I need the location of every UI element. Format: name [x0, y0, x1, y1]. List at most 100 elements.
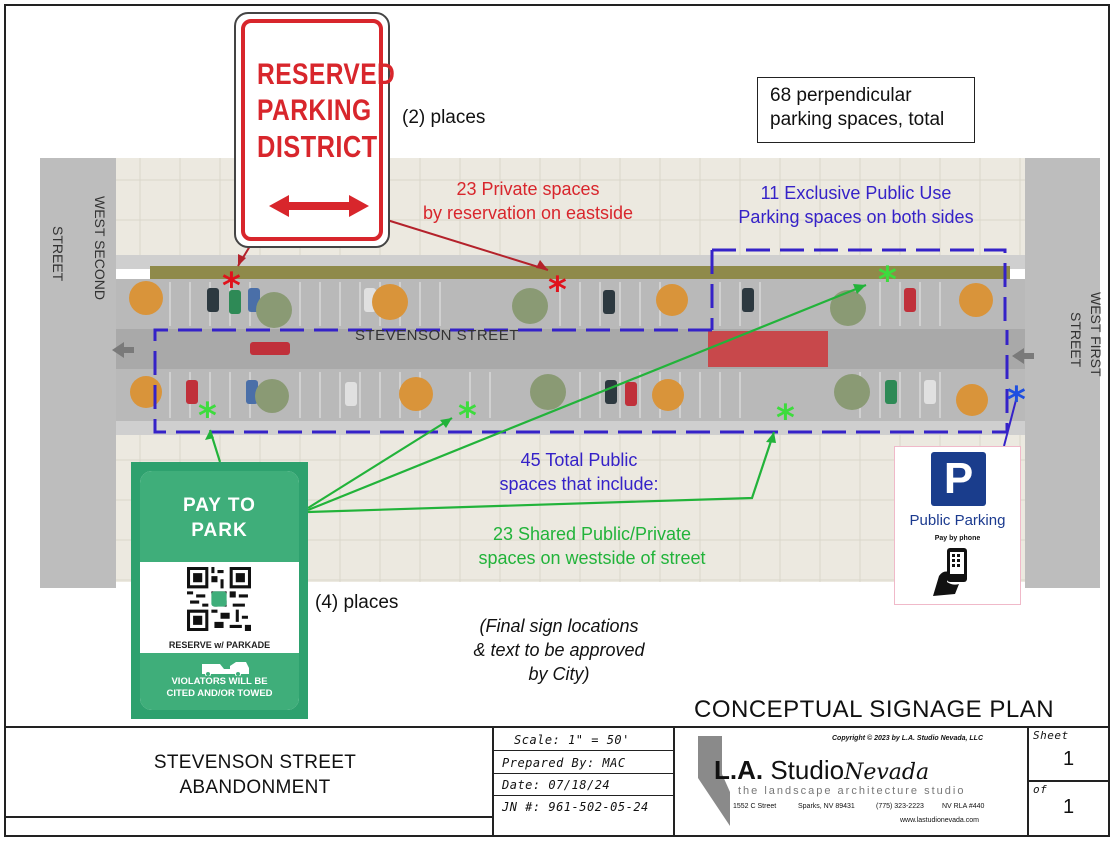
exclusive-l2: Parking spaces on both sides [738, 207, 974, 227]
red-star-2: * [548, 270, 567, 311]
pay-sign-reserve: RESERVE w/ PARKADE [168, 640, 271, 650]
direction-arrow-east-end [1012, 348, 1034, 364]
exclusive-public-note: 11 Exclusive Public Use Parking spaces o… [706, 181, 1006, 229]
firm-nevada: Nevada [844, 760, 930, 785]
green-star-1: * [198, 396, 217, 437]
drawing-sheet [4, 4, 1110, 837]
firm-address: 1552 C Street [733, 803, 777, 810]
title-divider-2 [673, 727, 675, 837]
plan-title: CONCEPTUAL SIGNAGE PLAN [694, 696, 1055, 723]
title-divider-3 [1027, 727, 1029, 837]
street-name-west-first-2: STREET [1068, 312, 1084, 367]
violators-l1: VIOLATORS WILL BE [171, 676, 268, 687]
scale-value: Scale: 1" = 50' [514, 733, 630, 747]
project-title: STEVENSON STREET ABANDONMENT [120, 750, 390, 800]
private-spaces-l2: by reservation on eastside [422, 203, 634, 223]
leader-blue [1003, 399, 1017, 447]
sheet-divider [1028, 780, 1109, 782]
reserved-sign-line3: DISTRICT [257, 129, 378, 164]
exclusive-public-zone-north [153, 248, 1009, 434]
title-divider-1 [492, 727, 494, 837]
of-number: 1 [1063, 796, 1075, 818]
phone-in-hand-icon [933, 548, 967, 596]
north-sidewalk [116, 255, 1025, 269]
pay-to-park-sign: PAY TO PARK RESERVE w/ PARKADE VIOLATORS… [131, 462, 308, 719]
reserved-parking-sign: RESERVED PARKING DISTRICT [234, 12, 396, 248]
west-second-street-road [40, 158, 116, 588]
street-west-first-l1: WEST FIRST [1088, 292, 1104, 377]
title-block-bottom-line [5, 816, 492, 818]
final-l3: by City) [528, 664, 590, 684]
nevada-state-logo [698, 736, 730, 826]
shared-spaces-note: 23 Shared Public/Private spaces on wests… [446, 522, 738, 570]
firm-phone: (775) 323-2223 [876, 803, 924, 810]
exclusive-l1: 11 Exclusive Public Use [760, 183, 952, 203]
north-planting-strip [150, 266, 1010, 279]
green-star-2: * [458, 396, 477, 437]
firm-license: NV RLA #440 [942, 803, 985, 810]
total-l1: 68 perpendicular [770, 85, 912, 106]
public-parking-sign: P Public Parking Pay by phone [894, 446, 1021, 605]
leader-west-3 [307, 283, 867, 512]
reserved-sign-line1: RESERVED [257, 58, 396, 91]
leader-red-2 [386, 219, 549, 271]
pay-sign-line1: PAY TO [183, 495, 256, 516]
total-l2: parking spaces, total [770, 109, 945, 130]
sheet-label: Sheet [1033, 729, 1069, 742]
parking-p-icon: P [931, 452, 986, 506]
prepared-by: Prepared By: MAC [502, 756, 626, 770]
street-west-second-l1: WEST SECOND [92, 196, 108, 300]
direction-arrow-west [112, 342, 134, 358]
public-parking-label: Public Parking [909, 512, 1006, 529]
private-spaces-l1: 23 Private spaces [456, 179, 600, 199]
final-sign-note: (Final sign locations & text to be appro… [440, 614, 678, 686]
firm-studio: Studio [770, 755, 845, 785]
pay-by-phone-label: Pay by phone [934, 535, 981, 542]
firm-name: L.A. StudioNevada [714, 756, 929, 787]
copyright-note: Copyright © 2023 by L.A. Studio Nevada, … [832, 735, 984, 742]
reserved-sign-line2: PARKING [257, 94, 372, 127]
west-first-street-road [1025, 158, 1100, 588]
double-arrow-icon [269, 195, 369, 217]
project-title-l1: STEVENSON STREET [153, 752, 357, 773]
street-name-west-second: WEST SECOND [30, 196, 108, 404]
street-trees [129, 281, 993, 416]
firm-la: L.A. [714, 755, 764, 785]
project-title-l2: ABANDONMENT [179, 777, 331, 798]
street-west-first-l2: STREET [1068, 312, 1084, 368]
street-name-stevenson: STEVENSON STREET [355, 327, 519, 344]
pay-sign-footer: VIOLATORS WILL BE CITED AND/OR TOWED [140, 653, 299, 710]
green-star-3: * [776, 398, 795, 439]
qr-code-icon [187, 567, 251, 631]
leader-west-2 [307, 417, 453, 509]
street-name-west-second-2: STREET [50, 226, 66, 281]
final-l1: (Final sign locations [479, 616, 639, 636]
public-total-l2: spaces that include: [499, 474, 659, 494]
shared-l2: spaces on westside of street [478, 548, 706, 568]
of-label: of [1033, 783, 1048, 796]
public-total-l1: 45 Total Public [520, 450, 638, 470]
leader-west-4 [307, 431, 776, 514]
green-star-4: * [878, 260, 897, 301]
private-spaces-note: 23 Private spaces by reservation on east… [400, 177, 656, 225]
pay-sign-line2: PARK [191, 520, 248, 541]
shared-l1: 23 Shared Public/Private [492, 524, 692, 544]
tow-truck-icon [202, 662, 249, 676]
public-total-note: 45 Total Public spaces that include: [464, 448, 694, 496]
title-block-top-line [5, 726, 1109, 728]
final-l2: & text to be approved [473, 640, 645, 660]
jn-number: JN #: 961-502-05-24 [502, 800, 649, 814]
firm-city: Sparks, NV 89431 [798, 803, 855, 810]
date-value: Date: 07/18/24 [502, 778, 611, 792]
places-4-label: (4) places [315, 592, 399, 613]
firm-tagline: the landscape architecture studio [738, 785, 966, 797]
scale-row-line-3 [493, 795, 673, 796]
scale-row-line-2 [493, 773, 673, 774]
street-name-west-first: WEST FIRST [1088, 292, 1104, 377]
firm-website: www.lastudionevada.com [900, 817, 979, 824]
scale-row-line-1 [493, 750, 673, 751]
sheet-number: 1 [1063, 748, 1075, 770]
pay-sign-header: PAY TO PARK [140, 471, 299, 562]
street-west-second-l2: STREET [50, 226, 66, 282]
red-star-1: * [222, 266, 241, 307]
